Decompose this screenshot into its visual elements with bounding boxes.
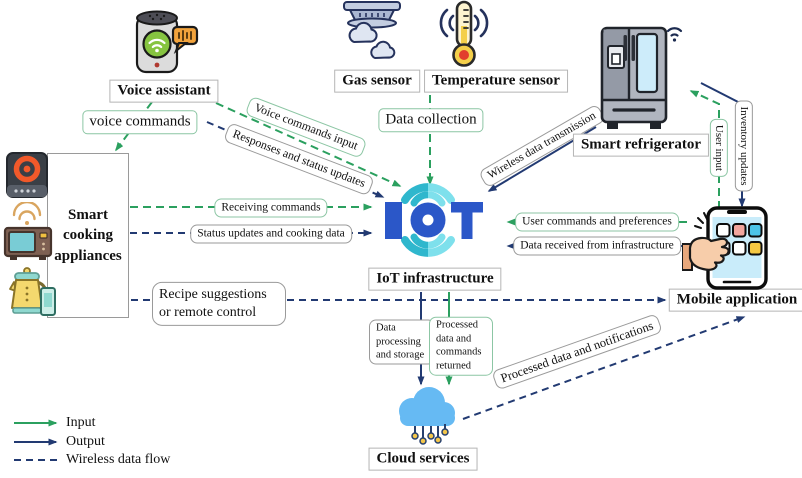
- flow-data-collection: Data collection: [378, 108, 484, 132]
- flow-recipe-suggestions: Recipe suggestions or remote control: [152, 281, 286, 327]
- smart-speaker-icon: [135, 10, 199, 74]
- cloud-circuit-icon: [399, 387, 455, 445]
- smart-cooking-appliances-label: Smart cooking appliances: [54, 207, 122, 264]
- flow-processed-data-commands: Processed data and commands returned: [429, 316, 493, 376]
- mobile-application-label: Mobile application: [668, 288, 802, 312]
- cloud-services-label: Cloud services: [368, 447, 478, 471]
- flow-data-received-infrastructure: Data received from infrastructure: [513, 236, 681, 256]
- smartphone-hand-icon: [682, 206, 768, 290]
- induction-cooktop-icon: [6, 152, 48, 198]
- iot-infrastructure-label: IoT infrastructure: [368, 267, 502, 291]
- flow-receiving-commands: Receiving commands: [214, 198, 328, 218]
- legend-wireless-label: Wireless data flow: [66, 452, 171, 467]
- smart-refrigerator-label: Smart refrigerator: [572, 133, 710, 157]
- kettle-icon: [9, 267, 56, 316]
- legend-input-label: Input: [66, 415, 96, 430]
- temperature-sensor-label: Temperature sensor: [424, 69, 568, 93]
- flow-status-updates-cooking-data: Status updates and cooking data: [190, 224, 352, 244]
- flow-user-commands-preferences: User commands and preferences: [515, 212, 679, 232]
- iot-logo: [385, 183, 483, 257]
- microwave-icon: [3, 202, 53, 260]
- gas-sensor-label: Gas sensor: [334, 69, 420, 93]
- voice-assistant-label: Voice assistant: [109, 79, 219, 103]
- smart-cooking-appliances-node: Smart cooking appliances: [47, 153, 129, 318]
- flow-voice-commands: voice commands: [82, 110, 198, 134]
- flow-user-input: User input: [709, 118, 729, 178]
- flow-data-processing-storage: Data processing and storage: [369, 319, 435, 365]
- refrigerator-icon: [600, 26, 683, 129]
- legend-output-label: Output: [66, 434, 105, 449]
- thermometer-icon: [439, 0, 489, 67]
- smoke-detector-icon: [343, 1, 401, 60]
- flow-inventory-updates: Inventory updates: [734, 100, 754, 192]
- wifi-icon: [666, 27, 683, 37]
